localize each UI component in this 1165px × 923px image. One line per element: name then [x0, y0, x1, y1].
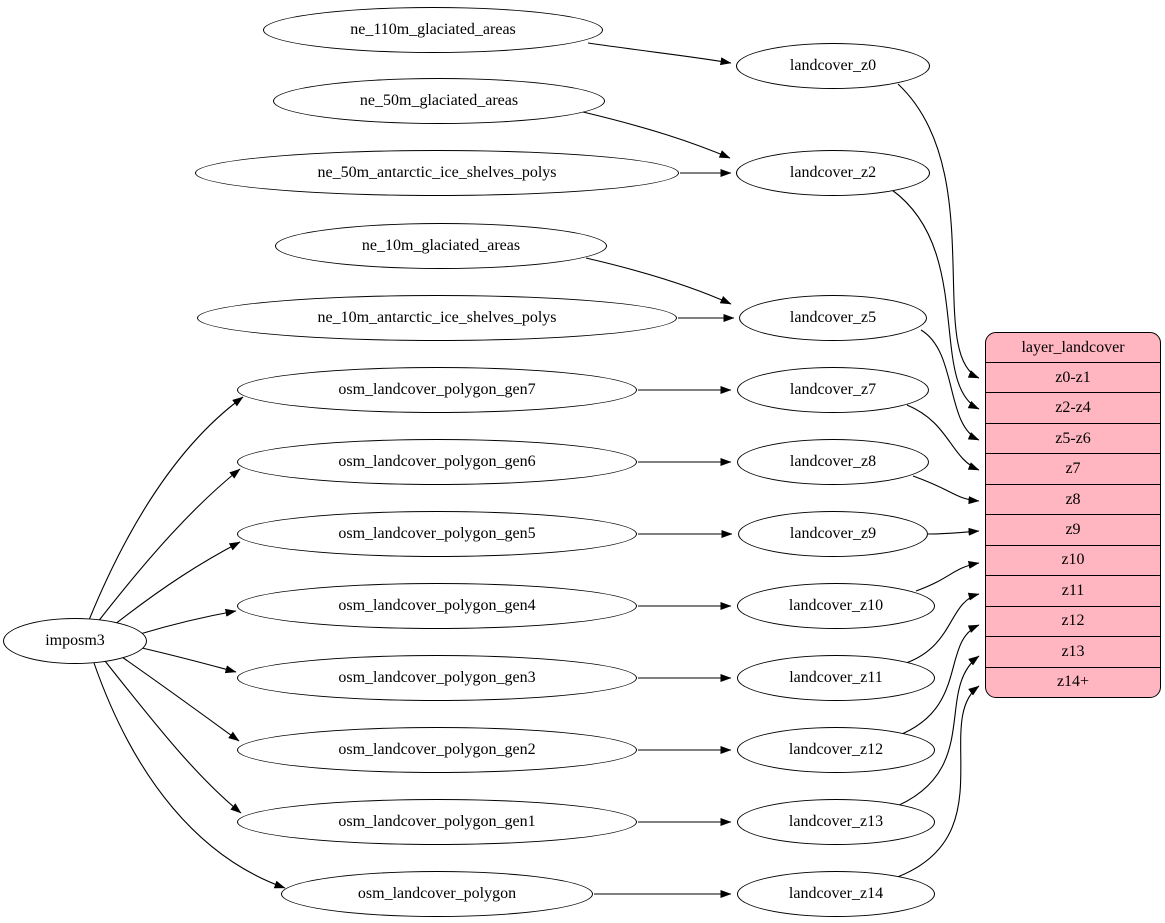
- node-ne_50m_antarctic_ice_shelves_polys: ne_50m_antarctic_ice_shelves_polys: [195, 150, 679, 196]
- node-ne_10m_antarctic_ice_shelves_polys: ne_10m_antarctic_ice_shelves_polys: [197, 295, 677, 341]
- edge-imposm3-osm_landcover_polygon_gen3: [141, 647, 237, 674]
- node-ne_50m_glaciated_areas: ne_50m_glaciated_areas: [273, 78, 605, 124]
- table-row-z14plus: z14+: [986, 666, 1160, 697]
- edge-landcover_z14-row_z14: [885, 685, 980, 882]
- table-row-z8: z8: [986, 483, 1160, 514]
- node-imposm3: imposm3: [3, 618, 147, 664]
- table-row-z13: z13: [986, 636, 1160, 666]
- edge-ne_50m_glaciated_areas-landcover_z2: [582, 111, 731, 159]
- node-ne_10m_glaciated_areas: ne_10m_glaciated_areas: [275, 223, 607, 269]
- edge-landcover_z0-row_z0-z1: [897, 83, 980, 379]
- node-osm_landcover_polygon_gen6: osm_landcover_polygon_gen6: [237, 439, 637, 485]
- node-osm_landcover_polygon_gen7: osm_landcover_polygon_gen7: [237, 367, 637, 413]
- edge-landcover_z9-row_z9: [927, 527, 980, 536]
- node-landcover_z7: landcover_z7: [737, 367, 929, 413]
- table-row-z5-z6: z5-z6: [986, 422, 1160, 453]
- edge-imposm3-osm_landcover_polygon_gen5: [109, 541, 241, 629]
- node-landcover_z0: landcover_z0: [736, 43, 930, 89]
- node-landcover_z2: landcover_z2: [736, 150, 930, 196]
- node-osm_landcover_polygon_gen3: osm_landcover_polygon_gen3: [237, 655, 637, 701]
- table-row-z10: z10: [986, 544, 1160, 575]
- edge-imposm3-osm_landcover_polygon_gen6: [96, 468, 241, 624]
- edge-landcover_z11-row_z11: [905, 592, 980, 664]
- edge-imposm3-osm_landcover_polygon_gen7: [88, 396, 244, 621]
- edge-landcover_z13-row_z13: [889, 655, 980, 810]
- edge-landcover_z7-row_z7: [906, 404, 980, 471]
- edge-ne_110m_glaciated_areas-landcover_z0: [587, 42, 732, 66]
- node-landcover_z10: landcover_z10: [737, 583, 935, 629]
- node-osm_landcover_polygon_gen2: osm_landcover_polygon_gen2: [237, 727, 637, 773]
- edge-landcover_z12-row_z12: [896, 624, 980, 737]
- node-landcover_z9: landcover_z9: [738, 511, 928, 557]
- edge-imposm3-osm_landcover_polygon: [93, 662, 286, 889]
- node-landcover_z14: landcover_z14: [737, 871, 935, 917]
- layer-landcover-title: layer_landcover: [1021, 338, 1125, 356]
- table-row-z12: z12: [986, 605, 1160, 636]
- table-row-z9: z9: [986, 514, 1160, 544]
- edge-imposm3-osm_landcover_polygon_gen2: [121, 656, 240, 742]
- edge-landcover_z10-row_z10: [915, 560, 980, 592]
- node-osm_landcover_polygon_gen5: osm_landcover_polygon_gen5: [237, 511, 637, 557]
- node-osm_landcover_polygon: osm_landcover_polygon: [281, 871, 593, 917]
- node-layer_landcover: layer_landcover z0-z1 z2-z4 z5-z6 z7 z8 …: [985, 332, 1161, 698]
- node-osm_landcover_polygon_gen1: osm_landcover_polygon_gen1: [237, 799, 637, 845]
- node-landcover_z8: landcover_z8: [737, 439, 929, 485]
- node-osm_landcover_polygon_gen4: osm_landcover_polygon_gen4: [237, 583, 637, 629]
- node-landcover_z5: landcover_z5: [739, 295, 927, 341]
- table-row-z2-z4: z2-z4: [986, 392, 1160, 422]
- node-landcover_z12: landcover_z12: [737, 727, 935, 773]
- node-landcover_z11: landcover_z11: [737, 655, 935, 701]
- edge-ne_10m_glaciated_areas-landcover_z5: [585, 257, 732, 305]
- edge-imposm3-osm_landcover_polygon_gen1: [104, 660, 242, 814]
- edge-landcover_z2-row_z2-z4: [891, 189, 980, 410]
- edge-imposm3-osm_landcover_polygon_gen4: [139, 608, 237, 635]
- table-row-z11: z11: [986, 575, 1160, 605]
- edge-landcover_z8-row_z8: [912, 475, 980, 505]
- table-row-z7: z7: [986, 453, 1160, 483]
- table-row-z0-z1: z0-z1: [986, 362, 1160, 392]
- edge-landcover_z5-row_z5-z6: [920, 329, 980, 441]
- node-landcover_z13: landcover_z13: [737, 799, 935, 845]
- node-ne_110m_glaciated_areas: ne_110m_glaciated_areas: [263, 7, 603, 53]
